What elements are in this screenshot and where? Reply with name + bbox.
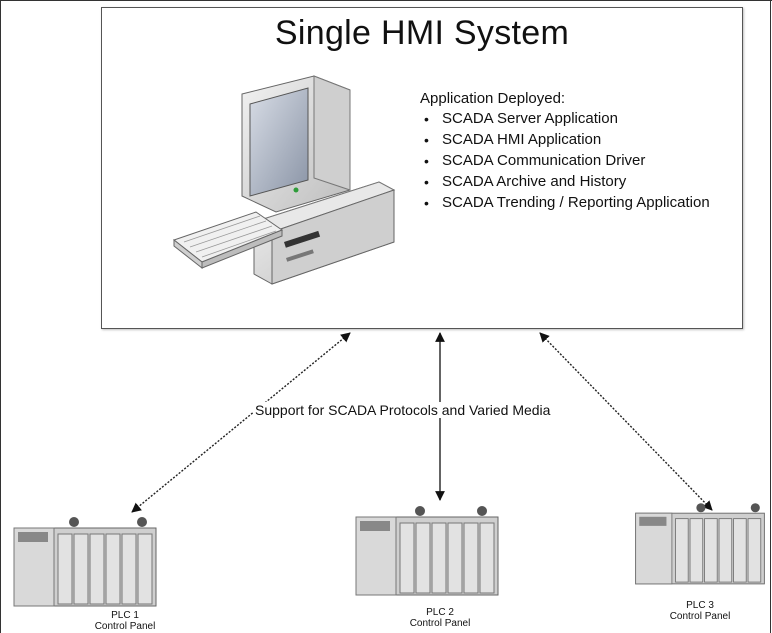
application-item: SCADA Communication Driver <box>420 151 730 171</box>
plc-subtitle: Control Panel <box>94 621 156 632</box>
image-frame-left <box>0 0 1 633</box>
image-frame-top <box>0 0 772 1</box>
plc-rack-icon <box>355 506 499 596</box>
plc-name: PLC 1 <box>111 610 139 621</box>
diagram-title: Single HMI System <box>274 14 570 52</box>
application-item: SCADA Trending / Reporting Application <box>420 193 730 213</box>
plc-subtitle: Control Panel <box>409 618 471 629</box>
plc-unit: PLC 3 Control Panel <box>632 500 768 622</box>
plc-subtitle: Control Panel <box>669 611 731 622</box>
plc-name: PLC 3 <box>686 600 714 611</box>
plc-unit: PLC 2 Control Panel <box>352 503 502 629</box>
bidirectional-arrow-icon <box>539 332 713 511</box>
desktop-computer-icon <box>172 75 396 285</box>
applications-list: SCADA Server Application SCADA HMI Appli… <box>420 109 730 213</box>
keyboard-icon <box>172 211 284 270</box>
plc-unit: PLC 1 Control Panel <box>10 514 160 632</box>
applications-heading: Application Deployed: <box>420 90 566 107</box>
image-frame-right <box>770 0 771 633</box>
connection-label: Support for SCADA Protocols and Varied M… <box>253 402 553 418</box>
application-item: SCADA HMI Application <box>420 130 730 150</box>
hmi-system-box: Single HMI System <box>101 7 743 329</box>
plc-rack-icon <box>13 517 157 607</box>
plc-name: PLC 2 <box>426 607 454 618</box>
plc-rack-icon <box>635 503 765 585</box>
bidirectional-arrow-icon <box>131 332 351 513</box>
application-item: SCADA Archive and History <box>420 172 730 192</box>
applications-panel: Application Deployed: SCADA Server Appli… <box>420 90 730 214</box>
application-item: SCADA Server Application <box>420 109 730 129</box>
